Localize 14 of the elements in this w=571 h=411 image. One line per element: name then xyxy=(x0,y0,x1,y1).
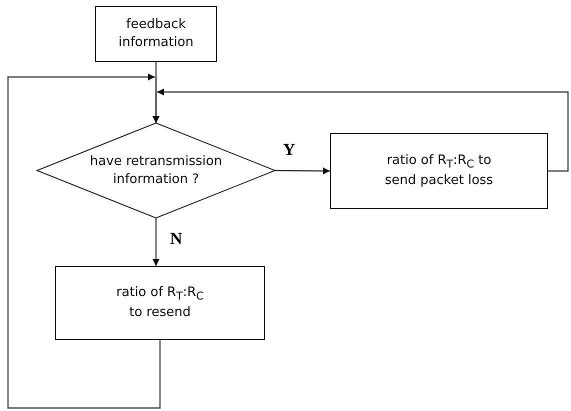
edge-label: Y xyxy=(283,140,296,158)
node-text: feedback information xyxy=(117,16,195,52)
node-text: ratio of R$_{T}$:R$_{C}$ to resend xyxy=(115,284,205,322)
process-box xyxy=(95,6,217,62)
decision-diamond xyxy=(37,123,275,218)
arrow xyxy=(152,88,569,172)
node-text: have retransmission information ? xyxy=(88,152,224,188)
edge-label: N xyxy=(170,230,182,247)
process-box xyxy=(55,266,265,340)
process-box xyxy=(330,133,548,209)
arrow xyxy=(152,218,160,266)
arrow xyxy=(7,74,161,409)
node-text: ratio of R$_{T}$:R$_{C}$ to send packet loss xyxy=(384,152,494,190)
arrow xyxy=(275,167,330,174)
